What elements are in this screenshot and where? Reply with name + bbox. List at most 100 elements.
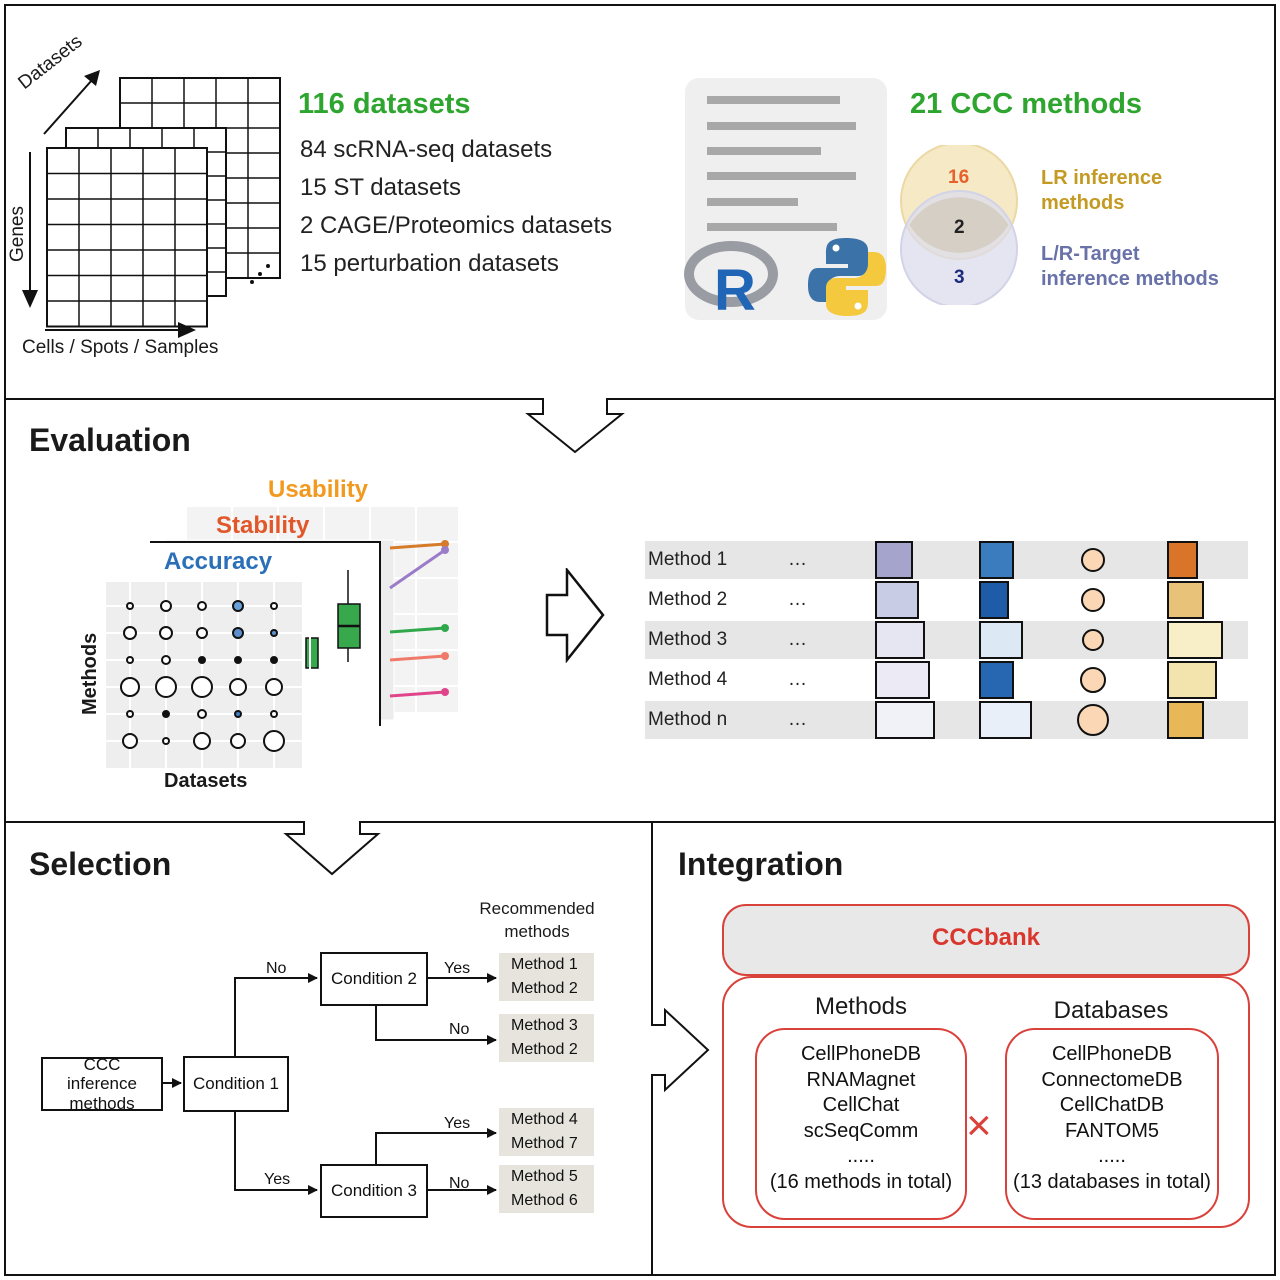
python-logo-icon — [808, 238, 886, 316]
edge-label-no: No — [266, 960, 287, 977]
overall-bar — [875, 701, 935, 739]
dot-x-axis-label: Datasets — [164, 770, 248, 792]
database-item: ..... — [1098, 1145, 1126, 1167]
dot-mark — [270, 710, 278, 718]
header-stability: Stability — [1054, 494, 1132, 517]
properties-value: … — [788, 549, 807, 570]
dot-mark — [120, 677, 140, 697]
method-name: Method 4 — [648, 669, 728, 690]
header-usability: Usability — [1151, 494, 1236, 517]
recommended-title: Recommended — [479, 899, 595, 918]
recommended-method: Method 1 — [511, 956, 578, 973]
header-methods: Methods — [650, 494, 733, 517]
table-row — [645, 661, 1248, 699]
dataset-item: 15 perturbation datasets — [300, 250, 559, 277]
stability-layer-label: Stability — [216, 512, 310, 539]
condition-2-node: Condition 2 — [320, 952, 428, 1006]
integration-title: Integration — [678, 846, 844, 882]
stability-dot — [1082, 629, 1104, 651]
dot-mark — [270, 656, 278, 664]
properties-value: … — [788, 669, 807, 690]
dot-y-axis-label: Methods — [79, 632, 101, 715]
databases-list: CellPhoneDB ConnectomeDB CellChatDB FANT… — [1005, 1042, 1219, 1195]
recommended-method: Method 2 — [511, 1041, 578, 1058]
dot-mark — [232, 600, 244, 612]
dot-mark — [161, 655, 171, 665]
overall-bar — [875, 581, 919, 619]
methods-column-title: Methods — [814, 993, 908, 1020]
dot-mark — [263, 730, 285, 752]
dot-mark — [162, 710, 170, 718]
dot-mark — [162, 737, 170, 745]
venn-diagram — [900, 145, 1018, 305]
method-item: scSeqComm — [803, 1119, 919, 1142]
root-node-ccc-methods: CCC inference methods — [41, 1055, 163, 1113]
method-item: ..... — [847, 1145, 875, 1167]
accuracy-bar — [979, 581, 1009, 619]
cccbank-header — [722, 904, 1250, 976]
dot-mark — [123, 626, 137, 640]
dataset-item: 2 CAGE/Proteomics datasets — [300, 212, 613, 239]
properties-value: … — [788, 709, 807, 730]
accuracy-bar — [979, 621, 1023, 659]
decision-tree-edges — [161, 973, 497, 1195]
cells-axis-label: Cells / Spots / Samples — [22, 337, 219, 358]
databases-column-title: Databases — [1053, 997, 1169, 1024]
dot-mark — [234, 710, 242, 718]
header-overall: Overall — [867, 494, 935, 517]
overall-bar — [875, 541, 913, 579]
dot-mark — [234, 656, 242, 664]
method-item: CellChat — [822, 1094, 900, 1116]
recommended-method: Method 7 — [511, 1135, 578, 1152]
venn-both-count: 2 — [954, 217, 965, 238]
recommended-method: Method 6 — [511, 1192, 578, 1209]
methods-list-box — [755, 1028, 967, 1220]
table-row — [645, 621, 1248, 659]
right-arrow-icon — [545, 568, 605, 663]
dot-mark — [270, 629, 278, 637]
r-logo-icon: R — [684, 241, 778, 316]
header-properties: Properties — [750, 494, 850, 517]
table-row — [645, 581, 1248, 619]
venn-target-label: L/R-Target — [1041, 243, 1140, 265]
usability-bar — [1167, 661, 1217, 699]
svg-text:R: R — [714, 258, 756, 316]
edge-label-yes: Yes — [444, 1115, 471, 1132]
recommended-group: Method 3 Method 2 — [499, 1014, 594, 1062]
method-name: Method n — [648, 709, 728, 730]
stability-dot — [1080, 667, 1106, 693]
dot-mark — [193, 732, 211, 750]
dataset-item: 84 scRNA-seq datasets — [300, 136, 553, 163]
edge-label-no: No — [449, 1175, 470, 1192]
dot-mark — [229, 678, 247, 696]
database-item: CellPhoneDB — [1051, 1043, 1173, 1065]
usability-bar — [1167, 701, 1204, 739]
venn-target-label: inference methods — [1041, 268, 1219, 290]
method-item: RNAMagnet — [806, 1068, 916, 1091]
evaluation-layers — [106, 505, 458, 768]
dot-mark — [155, 676, 177, 698]
cross-icon: × — [966, 1101, 992, 1150]
edge-label-yes: Yes — [444, 960, 471, 977]
dot-mark — [270, 602, 278, 610]
databases-list-box — [1005, 1028, 1219, 1220]
recommended-group: Method 4 Method 7 — [499, 1108, 594, 1156]
datasets-count-title: 116 datasets — [298, 88, 471, 120]
table-row — [645, 701, 1248, 739]
method-name: Method 2 — [648, 589, 728, 610]
usability-bar — [1167, 541, 1198, 579]
dataset-matrix-stack — [22, 70, 281, 338]
dot-mark — [230, 733, 246, 749]
methods-list: CellPhoneDB RNAMagnet CellChat scSeqComm… — [755, 1042, 967, 1195]
accuracy-bar — [979, 701, 1032, 739]
accuracy-layer-label: Accuracy — [164, 548, 273, 575]
recommended-title: methods — [504, 922, 570, 941]
usability-bar — [1167, 621, 1223, 659]
dot-mark — [197, 601, 207, 611]
cccbank-body — [722, 976, 1250, 1228]
dot-mark — [126, 710, 134, 718]
recommended-group: Method 5 Method 6 — [499, 1165, 594, 1213]
genes-axis-label: Genes — [7, 206, 28, 262]
